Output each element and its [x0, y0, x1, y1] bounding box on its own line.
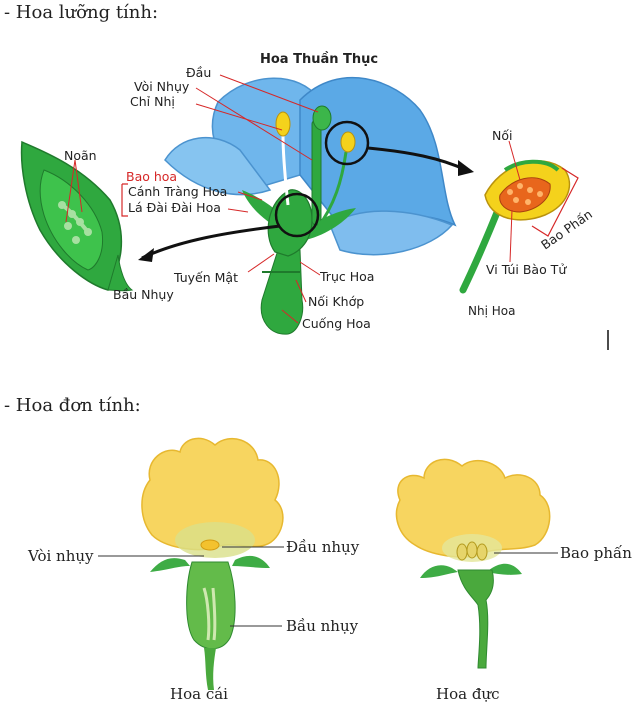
leader-lines-female-flower — [98, 546, 284, 627]
label-nectary: Tuyến Mật — [173, 270, 238, 285]
label-ovary: Bầu Nhụy — [113, 287, 174, 302]
label-style: Vòi Nhụy — [134, 79, 190, 94]
label-petal: Cánh Tràng Hoa — [128, 184, 227, 199]
label-connective: Nối — [492, 128, 512, 143]
label-receptacle: Trục Hoa — [319, 269, 374, 284]
label-female-ovary: Bầu nhụy — [286, 617, 359, 635]
zoom-arrows — [138, 146, 474, 262]
label-filament: Chỉ Nhị — [130, 94, 175, 109]
title-mature-flower: Hoa Thuần Thục — [260, 52, 378, 67]
female-flower-illustration — [141, 437, 284, 690]
label-stamen: Nhị Hoa — [468, 304, 515, 318]
heading-bisexual-flower: - Hoa lưỡng tính: — [4, 2, 159, 23]
stamen-zoom-illustration — [459, 159, 579, 294]
label-ovule: Noãn — [64, 148, 97, 163]
label-stigma: Đầu — [186, 65, 211, 80]
label-female-style: Vòi nhụy — [27, 547, 94, 565]
mature-flower-illustration — [164, 76, 457, 335]
heading-unisexual-flower: - Hoa đơn tính: — [4, 395, 141, 416]
caption-male-flower: Hoa đực — [436, 685, 500, 703]
caption-female-flower: Hoa cái — [170, 685, 228, 703]
leader-lines-mature-flower — [65, 74, 521, 324]
ovary-zoom-illustration — [20, 140, 134, 292]
label-microsporangium: Vi Túi Bào Tử — [486, 262, 567, 277]
label-perianth: Bao hoa — [126, 169, 177, 184]
label-node: Nối Khớp — [308, 294, 364, 309]
label-pedicel: Cuống Hoa — [302, 316, 371, 331]
male-flower-illustration — [395, 458, 551, 669]
label-female-stigma: Đầu nhụy — [286, 538, 360, 556]
perianth-bracket — [121, 183, 128, 217]
label-sepal: Lá Đài Đài Hoa — [128, 200, 221, 215]
label-male-anther: Bao phấn — [560, 544, 632, 562]
